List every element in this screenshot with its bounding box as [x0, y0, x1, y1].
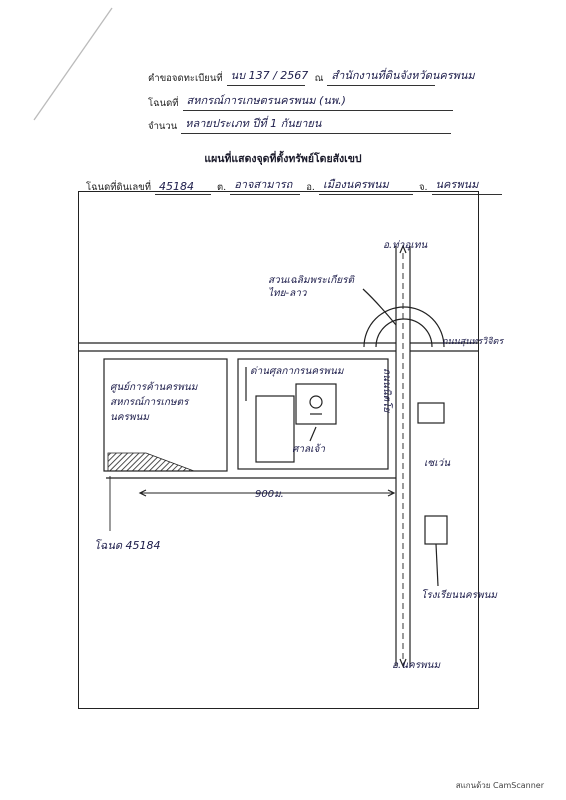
- scanner-watermark: สแกนด้วย CamScanner: [455, 781, 544, 790]
- roundabout-label: สวนเฉลิมพระเกียรติ ไทย-ลาว: [268, 275, 355, 299]
- amphoe-label: อ.: [306, 182, 315, 193]
- registration-label: จำนวน: [148, 121, 178, 132]
- road-bottom-label: อ.นครพนม: [392, 660, 441, 671]
- parcel-label: โฉนด 45184: [94, 539, 161, 552]
- center-building-block: [237, 358, 389, 470]
- tambon-value: อาจสามารถ: [230, 175, 301, 195]
- name-value: สหกรณ์การเกษตรนครพนม (นพ.): [182, 91, 453, 111]
- top-arrow: [399, 244, 407, 254]
- office-label: ณ: [314, 73, 324, 84]
- road-top-label: อ.ท่าอุเทน: [383, 240, 428, 251]
- province-label: จ.: [418, 182, 428, 193]
- right-road-label: ถนนสุนทรวิจิตร: [442, 337, 504, 347]
- bottom-arrow: [399, 658, 407, 668]
- roundabout-inner: [375, 318, 433, 348]
- shrine-label: ศาลเจ้า: [292, 444, 325, 455]
- distance-label: 900ม.: [255, 489, 284, 500]
- seven-eleven-label: เซเว่น: [424, 458, 451, 469]
- request-no-label: คำขอจดทะเบียนที่: [148, 73, 223, 84]
- seven-eleven-block: [417, 402, 445, 424]
- registration-value: หลายประเภท ปีที่ 1 กันยายน: [181, 114, 452, 134]
- name-line: โฉนดที่ สหกรณ์การเกษตรนครพนม (นพ.): [148, 91, 453, 111]
- map-frame: [78, 191, 479, 709]
- office-value: สำนักงานที่ดินจังหวัดนครพนม: [327, 66, 475, 86]
- school-label: โรงเรียนนครพนม: [421, 590, 498, 601]
- name-label: โฉนดที่: [148, 98, 179, 109]
- deed-number: 45184: [155, 180, 211, 195]
- location-map: [78, 244, 479, 668]
- amphoe-value: เมืองนครพนม: [318, 175, 413, 195]
- inner-building: [255, 395, 295, 463]
- school-pointer: [435, 543, 439, 587]
- shrine-box: [295, 383, 337, 425]
- deed-label: โฉนดที่ดินเลขที่: [86, 182, 151, 193]
- page-title: แผนที่แสดงจุดที่ตั้งทรัพย์โดยสังเขป: [204, 153, 362, 165]
- registration-line: จำนวน หลายประเภท ปีที่ 1 กันยายน: [148, 114, 452, 134]
- parcel-hatch: [107, 452, 195, 472]
- center-building-label: ด่านศุลกากรนครพนม: [250, 366, 344, 377]
- request-line: คำขอจดทะเบียนที่ นบ 137 / 2567 ณ สำนักงา…: [148, 66, 475, 86]
- province-value: นครพนม: [431, 175, 502, 195]
- tambon-label: ต.: [217, 182, 227, 193]
- big-building-label: ศูนย์การค้านครพนม สหกรณ์การเกษตรนครพนม: [110, 382, 198, 423]
- roundabout-outer: [363, 306, 445, 348]
- roundabout-pointer: [362, 288, 397, 326]
- shrine-symbol: [309, 395, 323, 409]
- deed-line: โฉนดที่ดินเลขที่ 45184 ต. อาจสามารถ อ. เ…: [86, 175, 502, 195]
- school-block: [424, 515, 448, 545]
- main-road-label: ถนนนิตโย: [381, 368, 392, 413]
- shrine-pointer: [309, 426, 317, 442]
- request-no-value: นบ 137 / 2567: [226, 66, 308, 86]
